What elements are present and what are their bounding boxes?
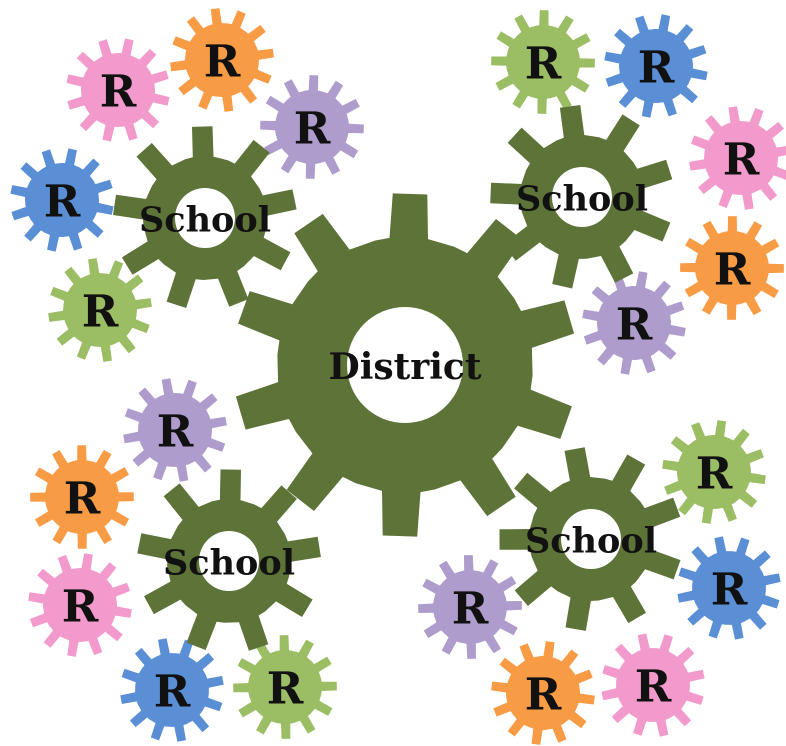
r-gear: R: [677, 536, 781, 640]
r-gear: R: [10, 148, 114, 252]
school-gear-hole: [561, 509, 621, 569]
r-gear-shape: [601, 633, 705, 737]
school-gear: School: [490, 105, 673, 289]
r-gear: R: [28, 553, 132, 657]
r-gear: R: [120, 638, 224, 742]
district-gear-label: District: [329, 346, 482, 388]
r-gear: R: [689, 106, 786, 210]
district-gear: District: [235, 193, 575, 537]
r-gear: R: [582, 271, 686, 375]
r-gear-label: R: [525, 670, 562, 721]
r-gear-shape: [604, 14, 708, 118]
r-gear-shape: [48, 258, 152, 362]
r-gear: R: [66, 38, 170, 142]
r-gear-shape: [689, 106, 786, 210]
r-gear: R: [233, 635, 337, 739]
r-gear-label: R: [525, 39, 562, 90]
r-gear-label: R: [204, 37, 241, 88]
r-gear: R: [662, 420, 766, 524]
school-gear: School: [499, 447, 681, 631]
r-gear: R: [123, 378, 227, 482]
r-gear-shape: [491, 10, 595, 114]
r-gear-shape: [582, 271, 686, 375]
r-gear-label: R: [100, 67, 137, 118]
school-gear-label: School: [516, 179, 648, 220]
r-gear-shape: [66, 38, 170, 142]
r-gear-label: R: [44, 177, 81, 228]
r-gear-label: R: [714, 245, 751, 296]
r-gear: R: [260, 75, 364, 179]
r-gear-label: R: [294, 104, 331, 155]
r-gear: R: [680, 216, 784, 320]
district-gear-hole: [347, 307, 463, 423]
r-gear: R: [418, 555, 522, 659]
r-gear-shape: [28, 553, 132, 657]
school-gear-hole: [175, 188, 235, 248]
r-gear-label: R: [62, 582, 99, 633]
r-gear-label: R: [711, 565, 748, 616]
r-gear: R: [30, 445, 134, 549]
r-gear-label: R: [154, 667, 191, 718]
r-gear-label: R: [452, 584, 489, 635]
school-gear-hole: [552, 167, 612, 227]
r-gear-shape: [30, 445, 134, 549]
r-gear-shape: [120, 638, 224, 742]
r-gear: R: [604, 14, 708, 118]
r-gear-shape: [260, 75, 364, 179]
r-gear: R: [491, 10, 595, 114]
r-gear-shape: [10, 148, 114, 252]
r-gear-shape: [677, 536, 781, 640]
r-gear-label: R: [723, 135, 760, 186]
r-gear-shape: [491, 641, 595, 745]
r-gear-label: R: [638, 43, 675, 94]
school-gear-label: School: [139, 200, 271, 241]
r-gear-label: R: [267, 664, 304, 715]
r-gear-label: R: [64, 474, 101, 525]
r-gear: R: [601, 633, 705, 737]
school-gear-label: School: [163, 543, 295, 584]
r-gear-shape: [233, 635, 337, 739]
r-gear-label: R: [635, 662, 672, 713]
r-gear-label: R: [157, 407, 194, 458]
r-gear-label: R: [616, 300, 653, 351]
r-gear: R: [48, 258, 152, 362]
r-gear-shape: [662, 420, 766, 524]
r-gear-label: R: [82, 287, 119, 338]
r-gear-shape: [170, 8, 274, 112]
school-gear-hole: [199, 531, 259, 591]
school-gear: School: [113, 126, 297, 308]
school-gear: School: [137, 469, 321, 651]
r-gear-shape: [123, 378, 227, 482]
r-gear: R: [491, 641, 595, 745]
r-gear: R: [170, 8, 274, 112]
r-gear-shape: [418, 555, 522, 659]
r-gear-label: R: [696, 449, 733, 500]
school-gear-label: School: [525, 521, 657, 562]
r-gear-shape: [680, 216, 784, 320]
